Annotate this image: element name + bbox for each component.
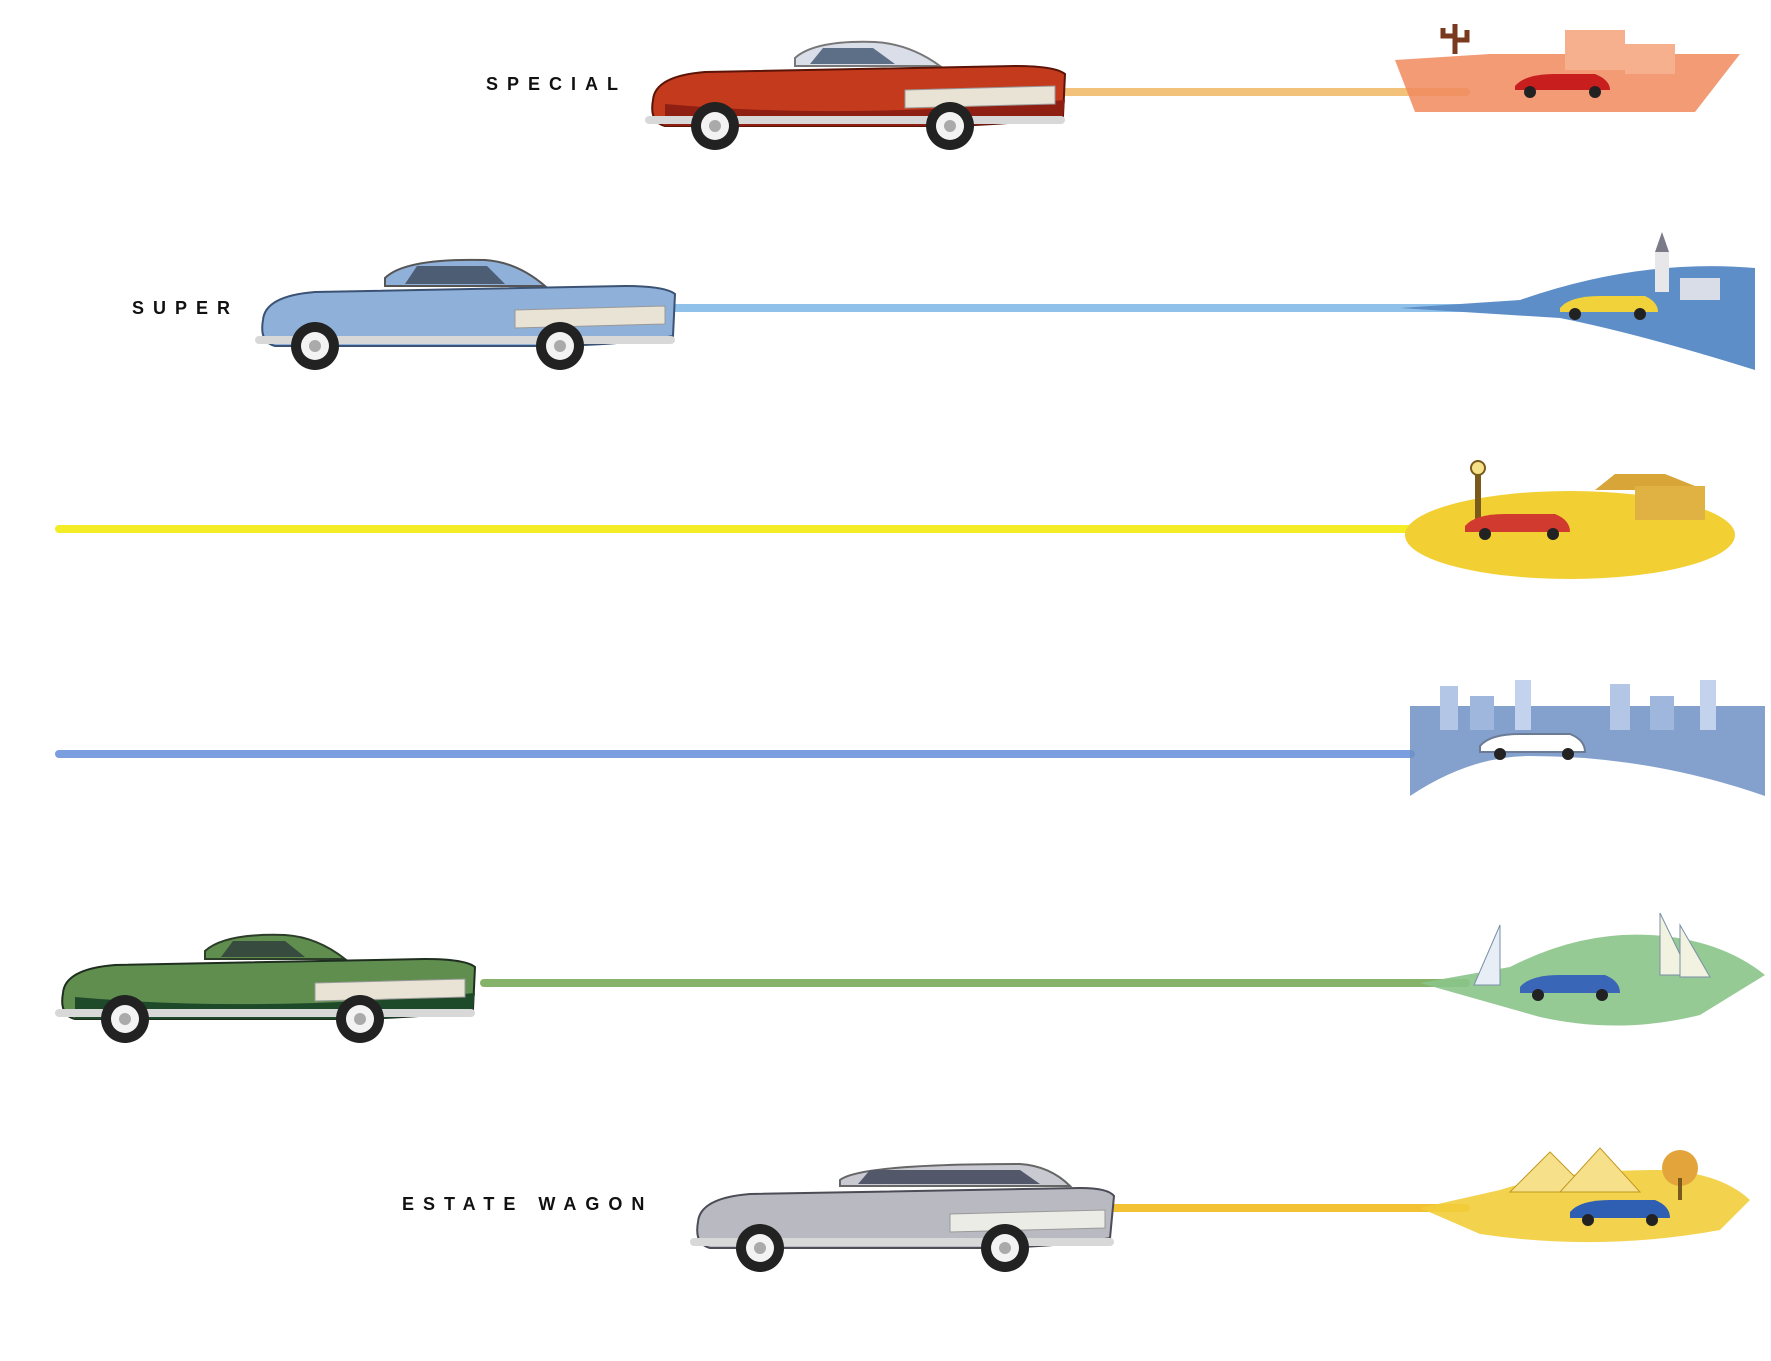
scene-waterfront [1405, 460, 1735, 580]
scene-village [1400, 232, 1755, 370]
model-row-3 [0, 450, 1771, 610]
model-line-super [670, 304, 1470, 312]
model-label-super: SUPER [132, 298, 240, 318]
scene-fair [1420, 1130, 1750, 1250]
car-special [645, 30, 1070, 150]
car-row-5 [55, 923, 480, 1043]
model-line-5 [480, 979, 1470, 987]
model-row-estate-wagon: ESTATE WAGON [0, 1130, 1771, 1290]
model-label-special: SPECIAL [486, 74, 628, 94]
model-line-estate-wagon [1110, 1204, 1470, 1212]
model-line-3 [55, 525, 1415, 533]
model-line-4 [55, 750, 1415, 758]
car-estate-wagon [690, 1152, 1120, 1272]
model-label-estate-wagon: ESTATE WAGON [402, 1194, 654, 1214]
scene-sailboats [1420, 905, 1765, 1035]
model-row-super: SUPER [0, 230, 1771, 390]
scene-desert [1395, 24, 1740, 134]
model-line-special [1060, 88, 1470, 96]
model-row-special: SPECIAL [0, 10, 1771, 170]
model-row-5 [0, 905, 1771, 1065]
model-row-4 [0, 680, 1771, 840]
car-super [255, 250, 680, 370]
scene-city [1410, 680, 1765, 796]
